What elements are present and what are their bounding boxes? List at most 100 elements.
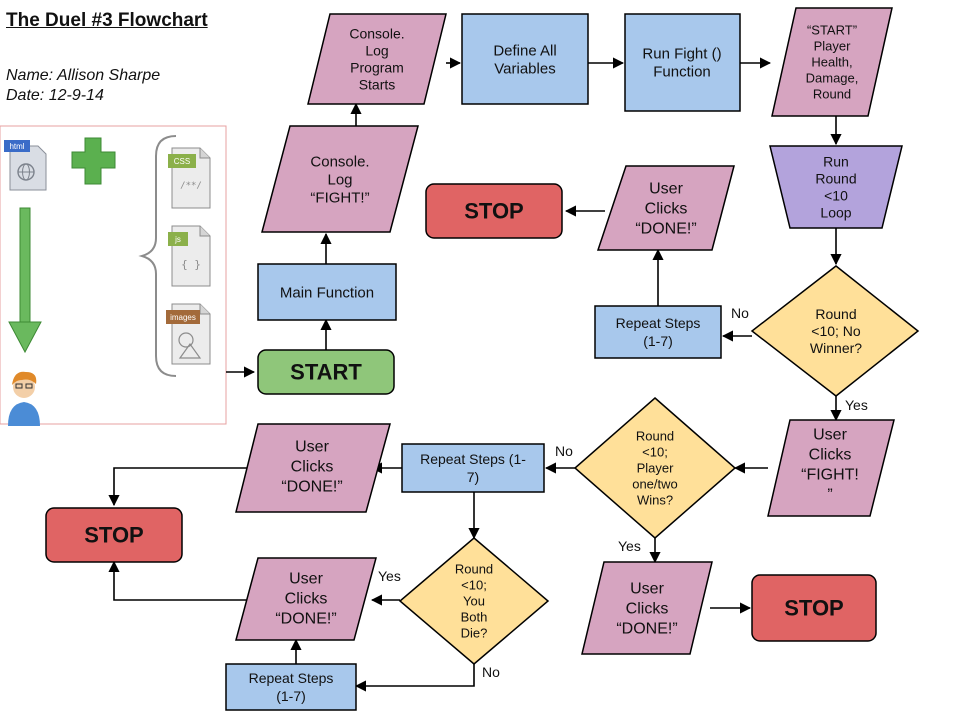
node-label-line: Round bbox=[636, 429, 674, 444]
edge-label-player-wins-no: No bbox=[555, 443, 573, 459]
author-name: Name: Allison Sharpe bbox=[6, 67, 161, 84]
node-label-line: <10; No bbox=[811, 323, 861, 339]
js-file-glyph: { } bbox=[181, 258, 201, 271]
node-label-line: Wins? bbox=[637, 493, 673, 508]
node-label-line: Run bbox=[823, 153, 849, 169]
node-label-line: Starts bbox=[359, 76, 396, 92]
node-label-line: “DONE!” bbox=[275, 611, 336, 628]
node-label-line: <10 bbox=[824, 187, 848, 203]
node-label-line: Health, bbox=[811, 55, 852, 70]
node-label-line: Variables bbox=[494, 60, 555, 77]
repeat-steps-bottom-label: Repeat Steps (1-7) bbox=[249, 670, 334, 704]
node-label-line: Winner? bbox=[810, 340, 862, 356]
node-label-line: “DONE!” bbox=[616, 621, 677, 638]
main-function-node: Main Function bbox=[257, 263, 397, 321]
run-fight-node: Run Fight ()Function bbox=[624, 13, 741, 112]
repeat-steps-top-label: Repeat Steps(1-7) bbox=[616, 315, 701, 349]
edge-label-both-die-no: No bbox=[482, 664, 500, 680]
repeat-steps-mid-label: Repeat Steps (1-7) bbox=[420, 451, 526, 485]
edge-decision3-repeatbottom bbox=[354, 664, 475, 692]
node-label-line: <10; bbox=[461, 578, 487, 593]
edge-doneBL-stopLeft bbox=[108, 560, 251, 601]
repeat-steps-bottom-node: Repeat Steps (1-7) bbox=[225, 663, 357, 711]
edge-label-both-die-yes: Yes bbox=[378, 568, 401, 584]
node-label-line: Function bbox=[653, 63, 711, 80]
stop-right-label: STOP bbox=[784, 596, 844, 621]
main-function-label: Main Function bbox=[280, 284, 374, 301]
node-label-line: <10; bbox=[642, 445, 668, 460]
node-label-line: User bbox=[649, 181, 683, 198]
node-label-line: “DONE!” bbox=[281, 479, 342, 496]
node-label-line: Damage, bbox=[806, 71, 859, 86]
node-label-line: Repeat Steps (1- bbox=[420, 451, 526, 467]
node-label-line: Repeat Steps bbox=[249, 670, 334, 686]
node-label-line: “FIGHT!” bbox=[310, 189, 369, 206]
start-node: START bbox=[257, 349, 395, 395]
repeat-steps-top-node: Repeat Steps(1-7) bbox=[594, 305, 722, 359]
node-label-line: Round bbox=[813, 87, 851, 102]
node-label-line: ” bbox=[827, 487, 832, 504]
node-label-line: “FIGHT! bbox=[801, 467, 859, 484]
node-label-line: Log bbox=[327, 171, 352, 188]
edge-label-no-winner-yes: Yes bbox=[845, 397, 868, 413]
date-label: Date: 12-9-14 bbox=[6, 87, 104, 104]
css-file-icon: CSS /**/ bbox=[168, 147, 211, 209]
console-log-fight-node: Console.Log“FIGHT!” bbox=[261, 125, 419, 233]
page-title: The Duel #3 Flowchart bbox=[6, 10, 208, 31]
node-label-line: (1-7) bbox=[643, 333, 673, 349]
node-label-line: Run Fight () bbox=[642, 45, 721, 62]
stop-top-node: STOP bbox=[425, 183, 563, 239]
stop-top-label: STOP bbox=[464, 199, 524, 224]
node-label-line: User bbox=[295, 439, 329, 456]
js-file-icon: js { } bbox=[168, 225, 211, 287]
node-label-line: Clicks bbox=[285, 591, 328, 608]
node-label-line: Main Function bbox=[280, 284, 374, 301]
file-tag-js: js bbox=[174, 235, 181, 244]
node-label-line: Round bbox=[815, 306, 856, 322]
plus-icon bbox=[71, 137, 116, 185]
node-label-line: (1-7) bbox=[276, 688, 306, 704]
console-log-fight-label: Console.Log“FIGHT!” bbox=[310, 153, 369, 206]
user-avatar-icon bbox=[8, 371, 40, 426]
html-file-icon: html bbox=[4, 140, 47, 191]
node-label-line: Both bbox=[461, 610, 488, 625]
node-label-line: Clicks bbox=[645, 201, 688, 218]
node-label-line: Player bbox=[814, 39, 852, 54]
down-arrow-icon bbox=[8, 207, 42, 354]
node-label-line: User bbox=[630, 581, 664, 598]
node-label-line: “START” bbox=[807, 23, 857, 38]
edge-doneLeft-stopLeft bbox=[108, 467, 251, 507]
edge-label-no-winner-no: No bbox=[731, 305, 749, 321]
images-file-icon: images bbox=[166, 303, 211, 365]
node-label-line: Console. bbox=[349, 25, 404, 41]
node-label-line: “DONE!” bbox=[635, 221, 696, 238]
edge-label-player-wins-yes: Yes bbox=[618, 538, 641, 554]
stop-left-node: STOP bbox=[45, 507, 183, 563]
node-label-line: one/two bbox=[632, 477, 678, 492]
node-label-line: STOP bbox=[784, 596, 844, 621]
node-label-line: STOP bbox=[464, 199, 524, 224]
css-file-glyph: /**/ bbox=[180, 181, 202, 191]
node-label-line: Round bbox=[815, 170, 856, 186]
